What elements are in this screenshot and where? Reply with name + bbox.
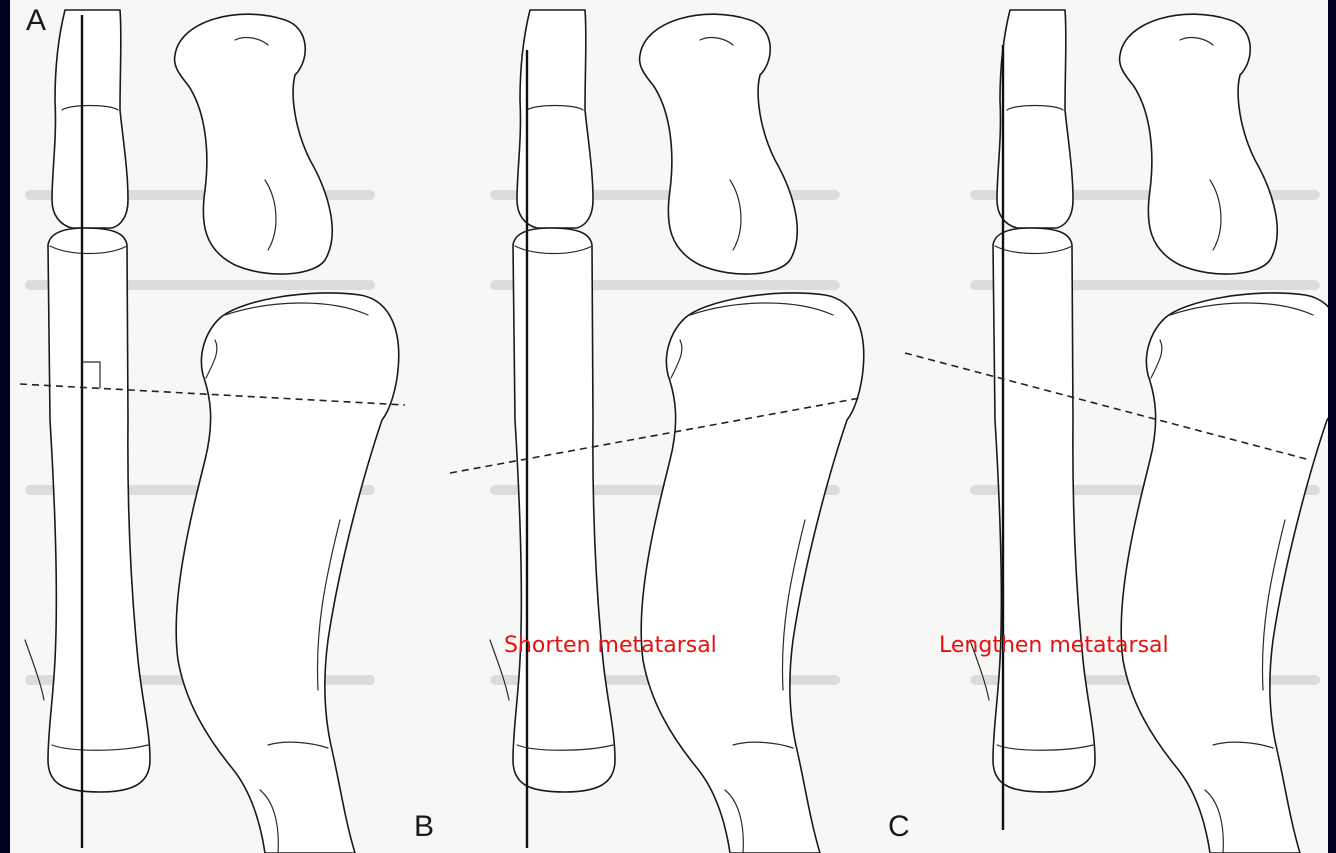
shorten-metatarsal-label: Shorten metatarsal <box>504 635 717 657</box>
panel-a <box>20 10 405 853</box>
lengthen-metatarsal-label: Lengthen metatarsal <box>939 635 1169 657</box>
panel-label-b: B <box>414 812 434 842</box>
panel-b <box>450 10 864 853</box>
panel-c <box>905 10 1328 853</box>
panel-label-a: A <box>26 6 46 36</box>
osteotomy-diagram <box>10 0 1328 853</box>
panel-label-c: C <box>888 812 910 842</box>
figure-panel: A B C Shorten metatarsal Lengthen metata… <box>10 0 1328 853</box>
